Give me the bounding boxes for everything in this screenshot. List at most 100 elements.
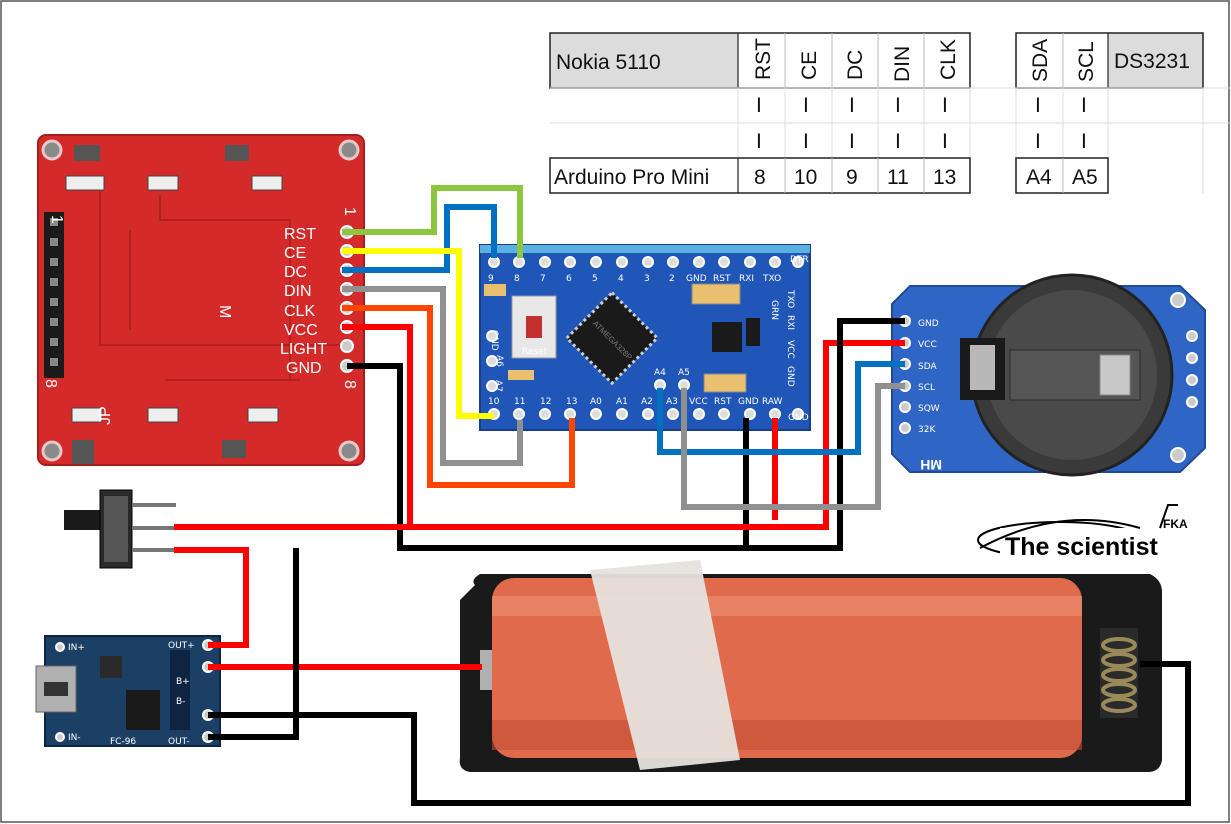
chg-label-b-minus: B- [176, 697, 185, 707]
table-header-cell [550, 33, 738, 88]
ard-bot-gnd: GND [738, 397, 759, 407]
ard-bot-raw: RAW [762, 397, 783, 407]
ard-right-gnd: GND [785, 366, 795, 387]
table-nokia-label: Nokia 5110 [556, 51, 661, 74]
table-bottom-border [549, 157, 971, 194]
lcd-left-header [44, 212, 64, 378]
table-ds3231-cell [1108, 33, 1203, 88]
rtc-pin-sda: SDA [918, 362, 937, 372]
ard-right-txo: TXO [785, 289, 795, 308]
svg-text:I: I [849, 94, 855, 117]
lcd-pin-gnd: GND [286, 360, 322, 377]
table-col-clk: CLK [937, 39, 960, 80]
battery-spring [1101, 637, 1137, 713]
tape-strip [590, 560, 740, 770]
reset-button-cap[interactable] [526, 316, 542, 338]
lcd-pin-dc: DC [284, 264, 307, 281]
ard-inner-a4: A4 [654, 368, 666, 378]
wire-switch-vcc [174, 340, 905, 530]
ard-reset-label: Reset [522, 347, 548, 357]
atmega-chip: ATMEGA328P [564, 290, 660, 386]
wires [174, 185, 1191, 806]
table-bottom-right-border [1015, 157, 1109, 194]
ard-top-2: 2 [669, 274, 675, 284]
lcd-center-mark: M [216, 305, 233, 318]
svg-text:I: I [942, 130, 948, 153]
lcd-pin-rst: RST [284, 226, 316, 243]
wire-rtc-gnd [746, 318, 905, 551]
the-scientist-logo: The scientist FKA [977, 504, 1195, 564]
slide-switch [64, 489, 176, 569]
svg-text:I: I [803, 94, 809, 117]
ard-bot-13: 13 [566, 397, 577, 407]
ard-right-rxi: RXI [785, 315, 795, 330]
svg-text:I: I [1035, 94, 1041, 117]
rtc-pin-sqw: SQW [918, 404, 940, 414]
table-link-marks: I I I I I I I I I I I I I I [756, 94, 1087, 153]
svg-text:I: I [1081, 94, 1087, 117]
ard-bot-11: 11 [514, 397, 525, 407]
svg-text:I: I [803, 130, 809, 153]
wire-dc-d9 [342, 204, 497, 273]
table-val-sda: A4 [1026, 166, 1052, 189]
wire-switch-outplus [174, 547, 249, 648]
tp4056-charger-board: IN+ IN- OUT+ B+ B- OUT- FC-96 [35, 635, 221, 747]
lcd-pin-vcc: VCC [284, 322, 318, 339]
ard-top-5: 5 [592, 274, 598, 284]
chg-label-in-minus: IN- [68, 733, 81, 743]
rtc-pin-scl: SCL [918, 383, 935, 393]
ard-bot-vcc: VCC [689, 397, 708, 407]
svg-text:I: I [1081, 130, 1087, 153]
ard-left-a6: A6 [494, 355, 504, 367]
ard-left-a7: A7 [493, 380, 503, 392]
ds3231-rtc-board: GND VCC SDA SCL SQW 32K MH [891, 273, 1206, 477]
chg-label-out-plus: OUT+ [168, 641, 195, 651]
wire-rst-d8 [342, 185, 523, 258]
wire-bminus-battery [208, 661, 1191, 806]
chg-label-b-plus: B+ [176, 677, 190, 687]
logo-mark: FKA [1163, 517, 1188, 531]
table-arduino-label: Arduino Pro Mini [554, 166, 709, 189]
wire-din-d11 [342, 286, 523, 466]
chg-label-out-minus: OUT- [168, 737, 190, 747]
ard-top-3: 3 [644, 274, 650, 284]
wire-scl-a5 [681, 383, 905, 510]
rtc-brand: MH [920, 457, 942, 473]
table-val-ce: 10 [794, 166, 817, 189]
ard-bot-a1: A1 [616, 397, 628, 407]
ard-top-6: 6 [566, 274, 572, 284]
lcd-pin-clk: CLK [284, 303, 315, 320]
ard-grn: GRN [769, 300, 779, 320]
ard-top-4: 4 [618, 274, 624, 284]
table-col-rst: RST [752, 38, 775, 80]
svg-text:I: I [756, 94, 762, 117]
ard-inner-a5: A5 [678, 368, 690, 378]
wire-outminus-gnd [208, 548, 299, 740]
ard-top-8: 8 [514, 274, 520, 284]
ard-top-9: 9 [488, 274, 494, 284]
svg-text:I: I [849, 130, 855, 153]
table-col-din: DIN [891, 46, 914, 82]
chg-label-in-plus: IN+ [68, 643, 85, 653]
table-val-clk: 13 [933, 166, 956, 189]
rtc-pin-gnd: GND [918, 319, 939, 329]
logo-text: The scientist [1005, 533, 1158, 561]
nokia-5110-lcd-board: M JP 1 8 RST CE DC DIN CLK VCC LIGHT GND… [37, 134, 365, 466]
ard-bot-10: 10 [488, 397, 500, 407]
svg-text:I: I [1035, 130, 1041, 153]
rtc-pin-32k: 32K [918, 425, 936, 435]
table-val-rst: 8 [754, 166, 766, 189]
svg-text:I: I [942, 94, 948, 117]
lcd-left-pin1: 1 [48, 215, 65, 224]
lcd-pin-ce: CE [284, 245, 306, 262]
lcd-right-pin8: 8 [341, 380, 358, 389]
ard-top-gnd: GND [686, 274, 707, 284]
wire-ce-d10 [342, 248, 494, 419]
ard-top-7: 7 [540, 274, 546, 284]
lcd-left-pin8: 8 [42, 379, 59, 388]
wire-sda-a4 [657, 361, 905, 455]
ard-bot-rst: RST [714, 397, 732, 407]
table-val-dc: 9 [846, 166, 858, 189]
chg-label-model: FC-96 [110, 737, 136, 747]
